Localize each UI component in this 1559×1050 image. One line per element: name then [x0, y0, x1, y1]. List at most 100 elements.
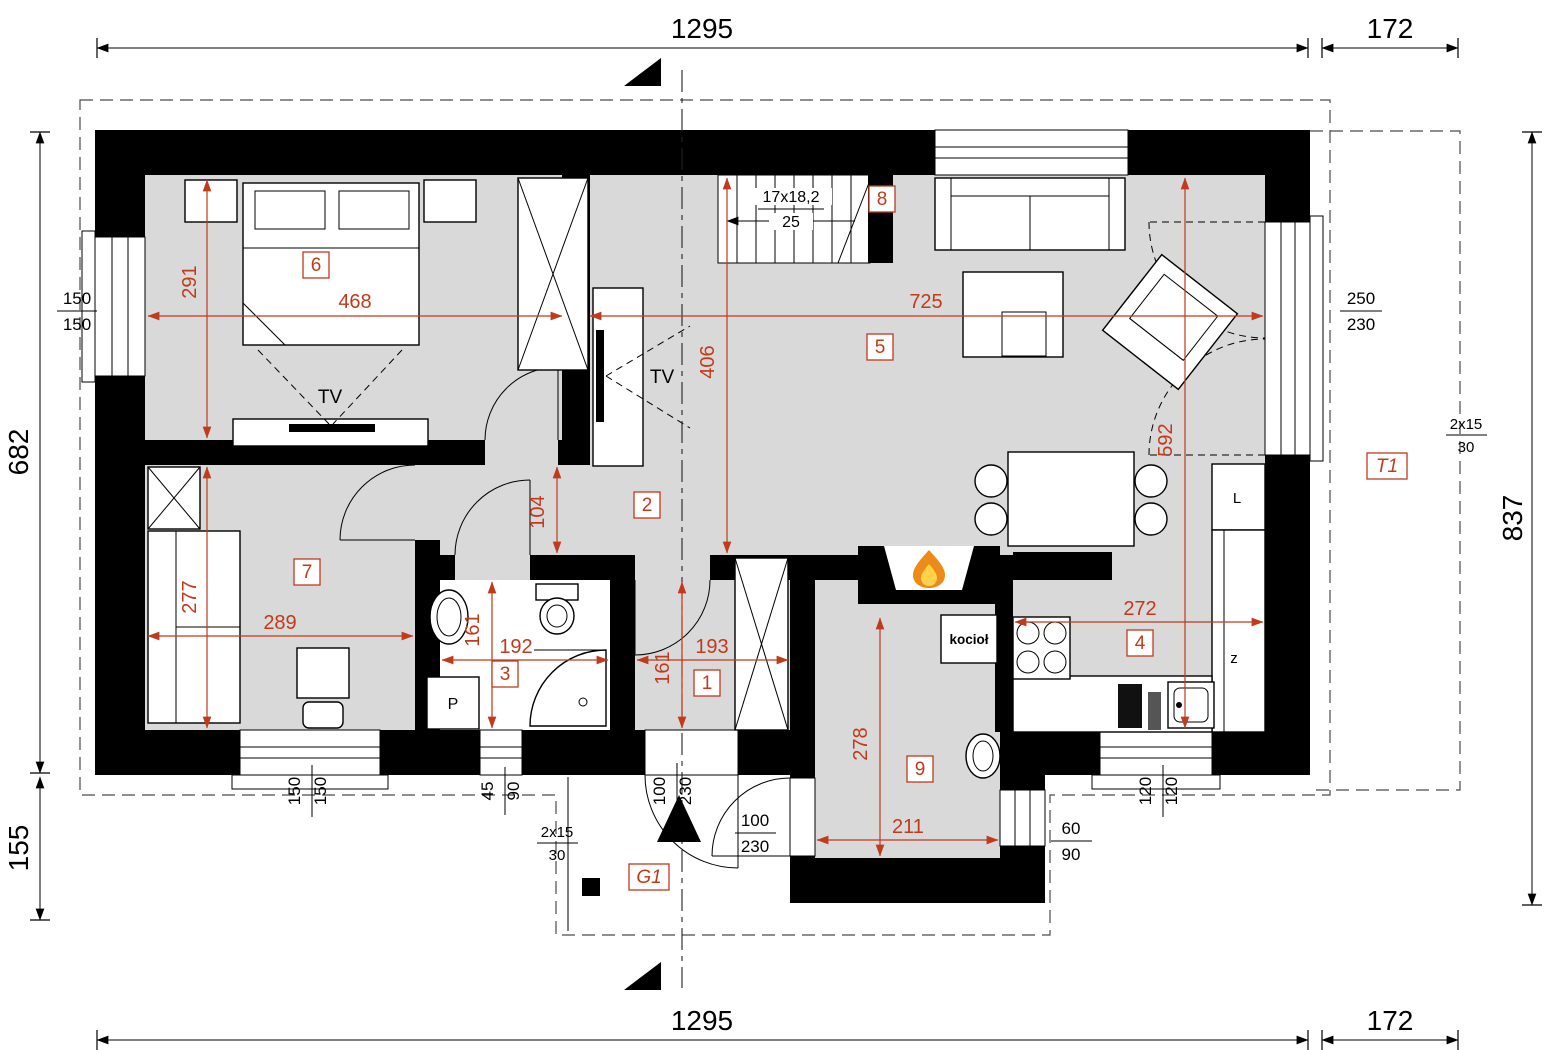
armchair — [1101, 253, 1239, 391]
window-bath-num: 45 — [478, 782, 497, 801]
opening-size-labels: 150 150 250 230 2x15 30 2x15 30 100 230 … — [57, 289, 1487, 864]
porch — [567, 777, 600, 931]
window-left-den: 150 — [63, 315, 91, 334]
sofa-room7 — [147, 530, 241, 724]
door-terrace-num: 250 — [1347, 289, 1375, 308]
fireplace — [858, 546, 1000, 604]
dim-room5-width: 725 — [909, 291, 942, 313]
sink-label: z — [1230, 650, 1238, 667]
window-room9-den: 90 — [1062, 845, 1081, 864]
bed — [242, 182, 420, 346]
entrance-arrow-icon — [657, 795, 701, 842]
washbasin-bath — [429, 589, 469, 645]
dim-room6-width: 468 — [338, 291, 371, 313]
overall-dimension-lines — [30, 38, 1542, 1050]
section-marker-bottom-icon — [624, 962, 661, 990]
boiler-label: kocioł — [949, 632, 988, 647]
window-bottom-left-den: 150 — [311, 777, 330, 805]
dim-top-width: 1295 — [671, 13, 733, 44]
room-badge-5: 5 — [875, 337, 886, 358]
chair-room7 — [302, 701, 344, 729]
fireplace-flame-icon — [913, 550, 945, 588]
interior-dimension-texts: 468 725 291 406 592 104 277 289 161 192 … — [179, 265, 1177, 838]
interior-dimension-lines — [147, 177, 1264, 857]
dim-room5-depth: 406 — [697, 345, 719, 378]
sofa — [934, 177, 1126, 251]
wardrobe-room1 — [734, 557, 789, 731]
kitchen-fixtures — [1012, 463, 1266, 733]
dim-room7-width: 289 — [263, 612, 296, 634]
terrace-badge-t1: T1 — [1376, 456, 1398, 477]
vent-terrace-num: 2x15 — [1450, 416, 1483, 433]
wardrobe-bedroom — [517, 177, 589, 371]
kitchen-sink — [1167, 681, 1215, 729]
vent-porch-num: 2x15 — [541, 824, 574, 841]
window-kitchen-num: 120 — [1136, 777, 1155, 805]
living-furniture — [592, 177, 1239, 547]
washing-machine-label: P — [448, 696, 459, 713]
dim-room1-depth: 161 — [652, 651, 674, 684]
toilet — [535, 583, 579, 635]
door-entry-den: 230 — [676, 777, 695, 805]
fridge — [1211, 463, 1266, 531]
tv-stand-bedroom — [232, 349, 429, 447]
dim-left-porch: 155 — [3, 825, 34, 872]
washbasin-room9 — [965, 733, 1001, 779]
room-badge-3: 3 — [500, 664, 511, 685]
vent-porch-den: 30 — [549, 847, 566, 864]
tv-living-label: TV — [650, 367, 675, 388]
room-badge-2: 2 — [642, 495, 653, 516]
room-badge-4: 4 — [1135, 633, 1146, 654]
dim-bath-depth: 161 — [462, 613, 484, 646]
vent-terrace-den: 30 — [1458, 439, 1475, 456]
coffee-table — [962, 271, 1064, 358]
tv-bedroom-label: TV — [318, 387, 343, 408]
dim-right-height: 837 — [1497, 495, 1528, 542]
stairs-run-label: 17x18,2 — [763, 189, 820, 206]
fridge-label: L — [1233, 490, 1241, 507]
section-cut — [624, 58, 701, 990]
des k-room7 — [296, 647, 350, 699]
porch-badge-g1: G1 — [636, 867, 661, 888]
door-terrace-den: 230 — [1347, 315, 1375, 334]
washing-machine — [426, 676, 480, 730]
room-badge-9: 9 — [915, 759, 926, 780]
room7-furniture — [147, 466, 350, 729]
dim-top-side: 172 — [1367, 13, 1414, 44]
walls — [95, 130, 1310, 903]
nightstand-left — [184, 179, 238, 223]
dim-room6-depth: 291 — [179, 265, 201, 298]
window-bottom-left-num: 150 — [285, 777, 304, 805]
door-room9-den: 230 — [741, 837, 769, 856]
bathroom-fixtures — [426, 583, 607, 730]
dim-hall-depth: 104 — [527, 495, 549, 528]
room-badge-6: 6 — [311, 255, 322, 276]
door-entry-num: 100 — [650, 777, 669, 805]
room-badge-7: 7 — [302, 562, 313, 583]
dim-bath-width: 192 — [499, 636, 532, 658]
window-kitchen-den: 120 — [1162, 777, 1181, 805]
boiler-box — [940, 614, 998, 664]
dim-room7-depth: 277 — [179, 580, 201, 613]
oven — [1118, 684, 1142, 728]
dining-set — [974, 451, 1168, 547]
dim-left-height: 682 — [3, 429, 34, 476]
fixture-labels: TV TV L P kocioł z — [318, 367, 1241, 713]
room-number-badges: 6 8 5 2 7 3 1 4 9 G1 T1 — [293, 185, 1408, 891]
room-badge-8: 8 — [877, 189, 888, 210]
section-marker-top-icon — [624, 58, 661, 86]
room-badge-1: 1 — [702, 673, 713, 694]
dim-room9-depth: 278 — [850, 727, 872, 760]
dim-bottom-width: 1295 — [671, 1005, 733, 1036]
stairs-tread-label: 25 — [782, 214, 800, 231]
windows — [81, 129, 1324, 847]
stairs: 17x18,2 25 — [717, 174, 873, 264]
room9-fixtures — [940, 614, 1001, 779]
wardrobe-room7 — [147, 466, 201, 530]
roof-overhang-outline — [79, 99, 1461, 936]
counter-right — [1211, 529, 1266, 733]
nightstand-right — [423, 179, 477, 223]
dim-living-kitchen-depth: 592 — [1155, 423, 1177, 456]
dim-room9-width: 211 — [892, 816, 924, 838]
